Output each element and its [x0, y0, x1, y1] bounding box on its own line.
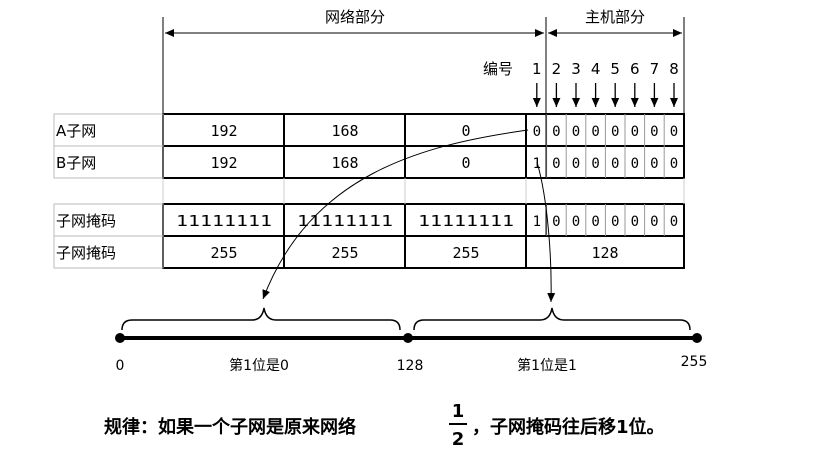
bit-number-6: 6 — [630, 60, 640, 78]
mask-bit-1: 1 — [533, 214, 541, 230]
b-octet-1: 192 — [210, 154, 237, 172]
b-bit-3: 0 — [572, 156, 580, 172]
a-octet-2: 168 — [331, 122, 358, 140]
b-bit-5: 0 — [611, 156, 619, 172]
bit-number-3: 3 — [571, 60, 581, 78]
mask-dec-octet-3: 255 — [452, 244, 479, 262]
left-brace — [121, 307, 401, 331]
bit-arrows — [532, 83, 678, 107]
a-bit-3: 0 — [572, 124, 580, 140]
a-subnet-curve-arrow — [262, 129, 529, 300]
a-bit-2: 0 — [552, 124, 560, 140]
b-bit-6: 0 — [631, 156, 639, 172]
bit-number-2: 2 — [552, 60, 562, 78]
host-part-label: 主机部分 — [585, 8, 645, 26]
row-label-a-subnet: A子网 — [56, 122, 96, 140]
number-line-label-255: 255 — [681, 354, 708, 370]
number-line-label-0: 0 — [116, 358, 125, 374]
bit-number-7: 7 — [650, 60, 660, 78]
b-bit-1: 1 — [533, 156, 541, 172]
mask-bit-8: 0 — [670, 214, 678, 230]
a-bit-4: 0 — [591, 124, 599, 140]
b-octet-2: 168 — [331, 154, 358, 172]
b-bit-7: 0 — [650, 156, 658, 172]
point-128 — [403, 333, 413, 343]
b-octet-3: 0 — [461, 154, 470, 172]
a-bit-6: 0 — [631, 124, 639, 140]
part-dimension-lines — [162, 17, 685, 120]
a-bit-5: 0 — [611, 124, 619, 140]
mask-dec-octet-4: 128 — [591, 244, 618, 262]
bit-number-4: 4 — [591, 60, 601, 78]
number-line-label-128: 128 — [397, 358, 424, 374]
bit-number-5: 5 — [610, 60, 620, 78]
bit-number-label: 编号 — [483, 60, 513, 78]
b-bit-8: 0 — [670, 156, 678, 172]
mask-bit-2: 0 — [552, 214, 560, 230]
mask-bit-6: 0 — [631, 214, 639, 230]
b-bit-2: 0 — [552, 156, 560, 172]
a-bit-8: 0 — [670, 124, 678, 140]
right-range-caption: 第1位是1 — [517, 357, 577, 374]
mask-bit-5: 0 — [611, 214, 619, 230]
a-octet-3: 0 — [461, 122, 470, 140]
rule-suffix: ，子网掩码往后移1位。 — [472, 416, 665, 438]
octet-values: 192 168 0 192 168 0 11111111 11111111 11… — [176, 122, 619, 262]
point-0 — [115, 333, 125, 343]
mask-bit-7: 0 — [650, 214, 658, 230]
mask-dec-octet-1: 255 — [210, 244, 237, 262]
bit-number-8: 8 — [669, 60, 679, 78]
rule-prefix: 规律：如果一个子网是原来网络 — [104, 416, 356, 438]
b-bit-4: 0 — [591, 156, 599, 172]
row-label-b-subnet: B子网 — [56, 154, 96, 172]
number-line — [115, 307, 702, 343]
rule-fraction-denominator: 2 — [452, 429, 465, 450]
network-part-label: 网络部分 — [325, 8, 385, 26]
mask-bit-3: 0 — [572, 214, 580, 230]
b-subnet-curve-arrow — [536, 161, 556, 303]
mask-bin-octet-1: 11111111 — [176, 212, 272, 230]
mask-bin-octet-2: 11111111 — [297, 212, 393, 230]
left-range-caption: 第1位是0 — [229, 357, 289, 374]
a-bit-7: 0 — [650, 124, 658, 140]
address-table — [53, 113, 685, 269]
mask-dec-octet-2: 255 — [331, 244, 358, 262]
a-bit-1: 0 — [533, 124, 541, 140]
right-brace — [413, 307, 691, 331]
a-octet-1: 192 — [210, 122, 237, 140]
row-label-mask-binary: 子网掩码 — [56, 212, 116, 230]
rule-fraction-numerator: 1 — [452, 401, 465, 422]
mask-bin-octet-3: 11111111 — [418, 212, 514, 230]
row-label-mask-decimal: 子网掩码 — [56, 244, 116, 262]
point-255 — [692, 333, 702, 343]
mask-bit-4: 0 — [591, 214, 599, 230]
bit-number-1: 1 — [532, 60, 542, 78]
